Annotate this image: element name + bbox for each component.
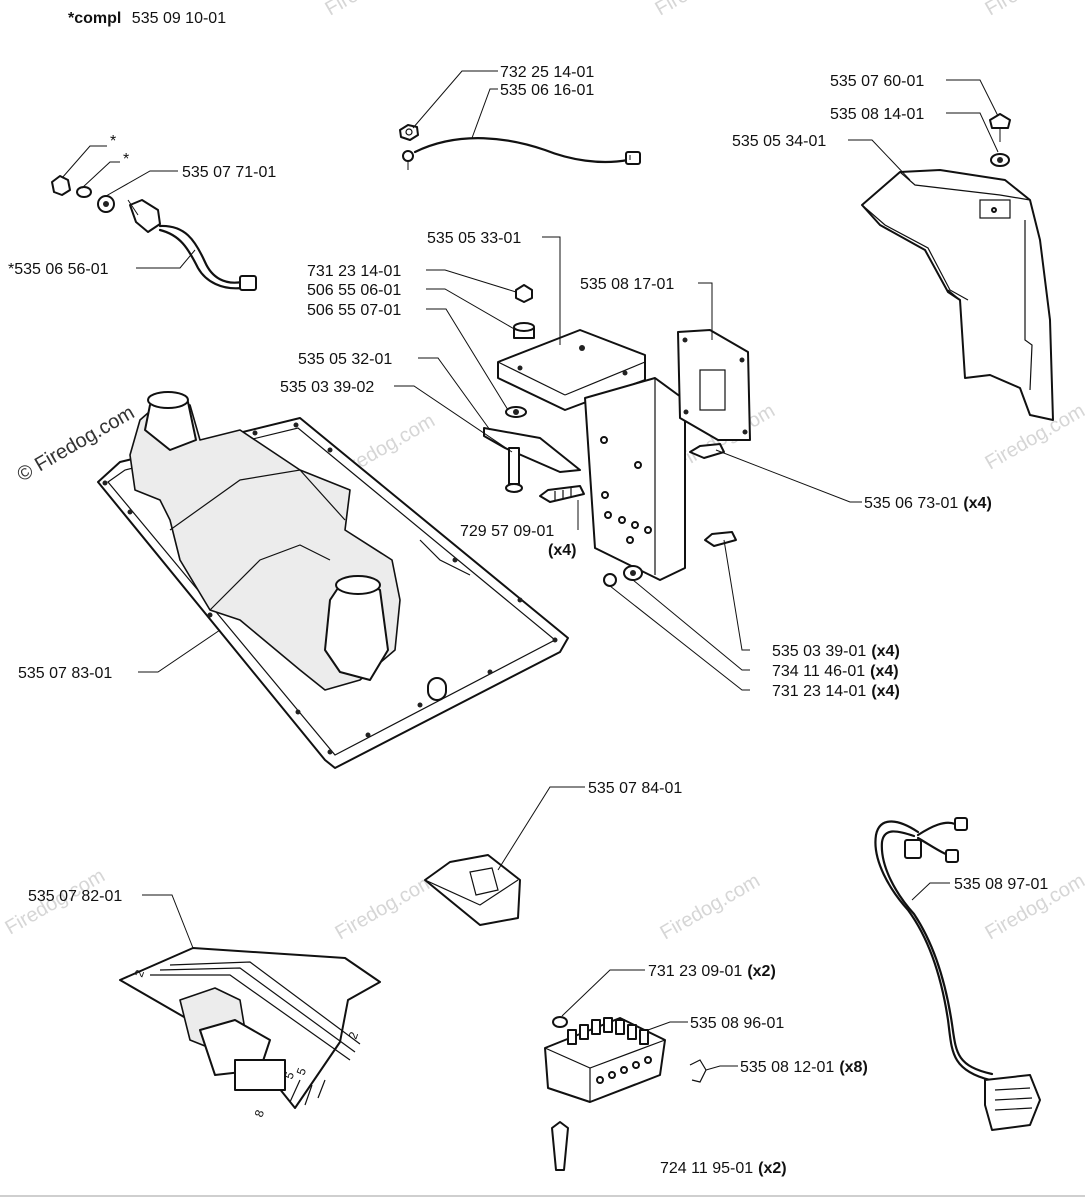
leader-line	[911, 882, 950, 901]
leader-line	[632, 579, 750, 671]
part-label: 731 23 14-01	[307, 263, 401, 280]
leader-line	[136, 249, 196, 269]
watermark: Firedog.com	[657, 870, 764, 945]
part-label: *535 06 56-01	[8, 261, 109, 278]
part-label: 535 07 84-01	[588, 780, 682, 797]
part-label: 535 03 39-02	[280, 379, 374, 396]
leader-line	[561, 969, 645, 1017]
part-label: 535 08 97-01	[954, 876, 1048, 893]
leader-line	[412, 70, 498, 129]
leader-line	[105, 170, 178, 197]
part-label: 506 55 06-01	[307, 282, 401, 299]
leader-line	[142, 894, 194, 949]
leader-line	[497, 786, 585, 871]
part-quantity: (x2)	[758, 1160, 786, 1177]
part-label: 734 11 46-01 (x4)	[772, 663, 899, 680]
part-label: 535 08 14-01	[830, 106, 924, 123]
watermark: Firedog.com	[322, 0, 429, 20]
bracket-assembly	[483, 284, 751, 587]
cable-part	[399, 124, 641, 170]
leader-line	[723, 539, 750, 651]
part-label: 731 23 14-01 (x4)	[772, 683, 900, 700]
part-label: 535 07 71-01	[182, 164, 276, 181]
part-label: 535 06 73-01 (x4)	[864, 495, 992, 512]
part-number: 731 23 09-01	[648, 963, 742, 980]
part-number: 731 23 14-01	[772, 683, 866, 700]
leader-line	[426, 288, 517, 331]
leader-line	[418, 357, 491, 431]
small-cover-part	[424, 854, 521, 926]
part-number: 724 11 95-01	[660, 1160, 753, 1177]
watermark: Firedog.com	[332, 870, 439, 945]
pcb-mark: 8	[252, 1108, 268, 1119]
part-quantity: (x4)	[548, 542, 576, 559]
part-label: 535 05 32-01	[298, 351, 392, 368]
part-quantity: (x4)	[963, 495, 991, 512]
pcb-mark: 2	[132, 968, 148, 979]
watermark: Firedog.com	[652, 0, 759, 20]
leader-line	[426, 308, 509, 411]
pcb-mark: 2	[346, 1030, 362, 1041]
part-label: 535 08 12-01 (x8)	[740, 1059, 868, 1076]
leader-line	[138, 629, 221, 673]
compl-heading: *compl 535 09 10-01	[68, 10, 226, 27]
part-label: 535 06 16-01	[500, 82, 594, 99]
part-number: 535 08 12-01	[740, 1059, 834, 1076]
pcb-mark: 5	[282, 1070, 298, 1081]
leader-line	[81, 161, 120, 189]
part-quantity: (x4)	[870, 663, 898, 680]
part-label: 724 11 95-01 (x2)	[660, 1160, 787, 1177]
switch-assembly	[51, 175, 257, 291]
part-label: 535 07 82-01	[28, 888, 122, 905]
leader-line	[848, 139, 911, 181]
terminal-block-part	[544, 1016, 707, 1171]
leader-line	[609, 585, 750, 691]
part-label: 535 08 96-01	[690, 1015, 784, 1032]
part-label: 535 07 83-01	[18, 665, 112, 682]
part-number: 734 11 46-01	[772, 663, 865, 680]
part-label: 732 25 14-01	[500, 64, 594, 81]
part-label: 506 55 07-01	[307, 302, 401, 319]
leader-line	[426, 269, 517, 293]
compl-prefix: *compl	[68, 10, 121, 27]
part-quantity: (x4)	[871, 683, 899, 700]
leader-line	[394, 385, 513, 453]
part-label: 535 05 33-01	[427, 230, 521, 247]
part-label: 731 23 09-01 (x2)	[648, 963, 776, 980]
leader-line	[946, 112, 999, 153]
part-label: 535 08 17-01	[580, 276, 674, 293]
part-label: *	[110, 133, 116, 150]
cover-part	[861, 113, 1054, 421]
leader-line	[61, 145, 107, 179]
leader-line	[715, 449, 862, 503]
housing-part	[97, 391, 569, 769]
part-label: 535 07 60-01	[830, 73, 924, 90]
part-number: 535 03 39-01	[772, 643, 866, 660]
leader-line	[647, 1021, 688, 1031]
part-label: *	[123, 151, 129, 168]
leader-line	[946, 79, 999, 117]
watermark: Firedog.com	[982, 0, 1085, 20]
part-label: 535 05 34-01	[732, 133, 826, 150]
compl-number: 535 09 10-01	[132, 10, 226, 27]
part-label: 729 57 09-01	[460, 523, 554, 540]
pcb-mark: 5	[294, 1066, 310, 1077]
part-quantity: (x4)	[871, 643, 899, 660]
leader-line	[698, 282, 713, 340]
leader-line	[471, 88, 498, 139]
leader-line	[542, 236, 561, 345]
part-label: 535 03 39-01 (x4)	[772, 643, 900, 660]
part-quantity: (x2)	[747, 963, 775, 980]
part-number: 535 06 73-01	[864, 495, 958, 512]
pcb-part: 2 2 5 5 8	[119, 947, 381, 1119]
part-quantity: (x8)	[839, 1059, 867, 1076]
harness-part	[874, 817, 1041, 1131]
leader-line	[705, 1065, 738, 1071]
